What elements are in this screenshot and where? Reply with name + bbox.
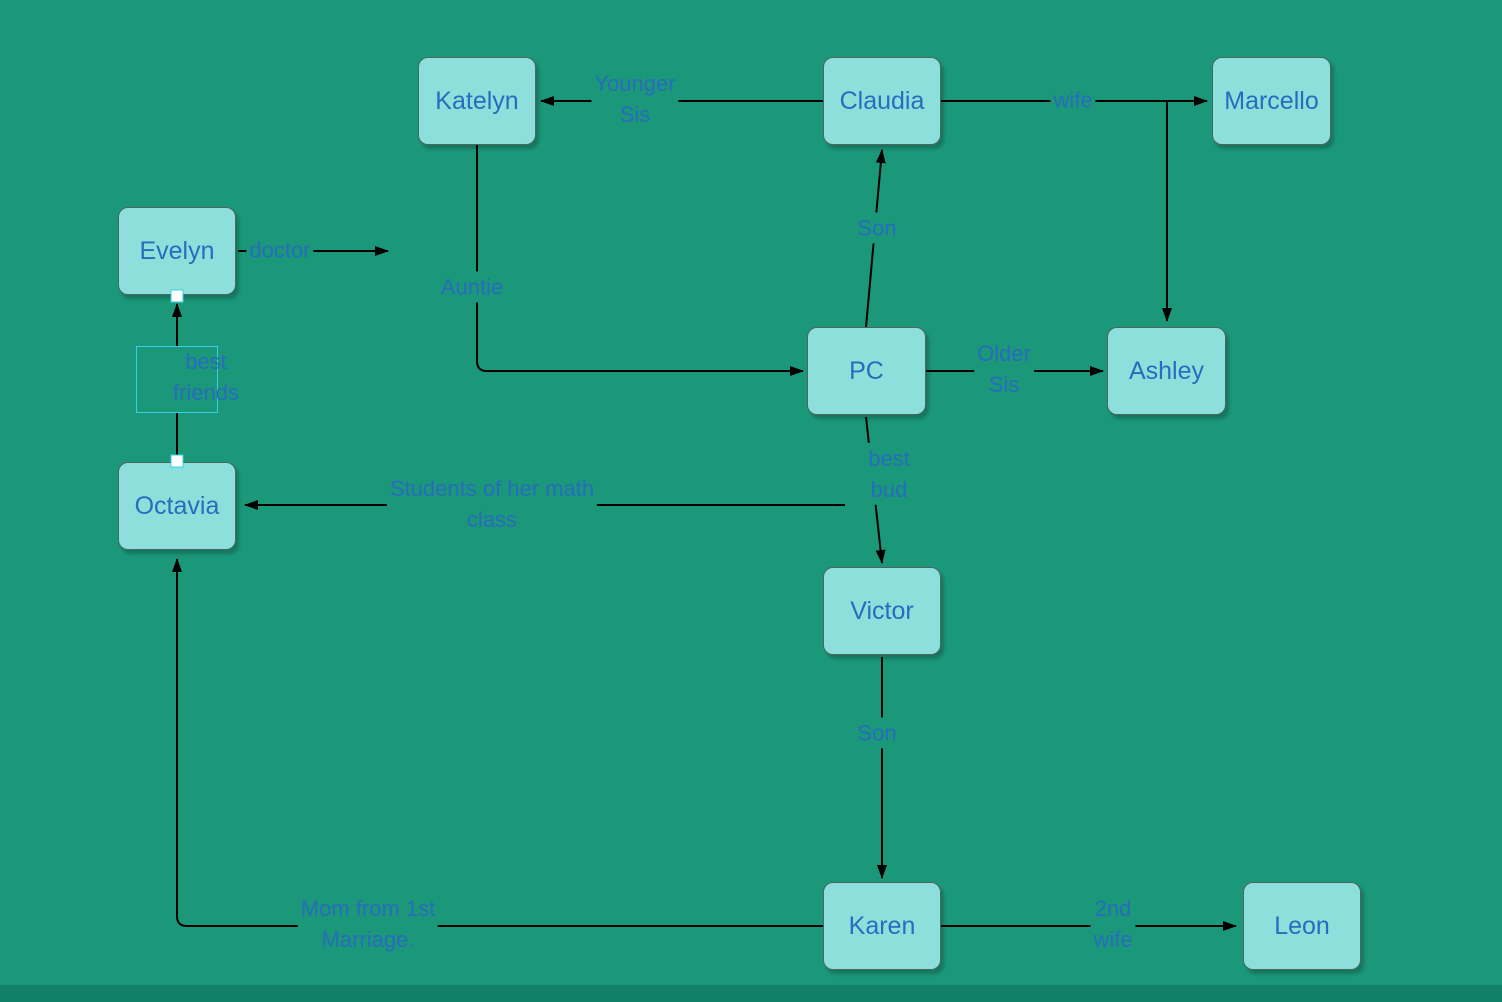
edge-endpoint-handle-target[interactable] — [170, 289, 184, 303]
node-label-katelyn: Katelyn — [435, 86, 519, 115]
node-victor[interactable]: Victor — [823, 567, 941, 655]
edge-katelyn-pc[interactable] — [476, 145, 804, 376]
node-label-victor: Victor — [850, 596, 914, 625]
node-pc[interactable]: PC — [807, 327, 926, 415]
edge-label-octavia-evelyn[interactable]: best friends — [172, 348, 240, 405]
node-karen[interactable]: Karen — [823, 882, 941, 970]
node-evelyn[interactable]: Evelyn — [118, 207, 236, 295]
edge-label-pc-ashley[interactable]: Older Sis — [974, 337, 1034, 401]
node-label-ashley: Ashley — [1128, 356, 1205, 385]
page-boundary-strip — [0, 985, 1502, 1002]
node-octavia[interactable]: Octavia — [118, 462, 236, 550]
node-marcello[interactable]: Marcello — [1212, 57, 1331, 145]
node-ashley[interactable]: Ashley — [1107, 327, 1226, 415]
node-label-octavia: Octavia — [134, 491, 220, 520]
node-label-leon: Leon — [1274, 911, 1330, 940]
node-label-claudia: Claudia — [839, 86, 925, 115]
edge-label-claudia-katelyn[interactable]: Younger Sis — [591, 67, 679, 131]
node-leon[interactable]: Leon — [1243, 882, 1361, 970]
edge-label-katelyn-pc[interactable]: Auntie — [437, 271, 507, 303]
node-claudia[interactable]: Claudia — [823, 57, 941, 145]
node-label-pc: PC — [849, 356, 884, 385]
edge-label-class-octavia[interactable]: Students of her math class — [386, 472, 598, 536]
edge-label-karen-octavia[interactable]: Mom from 1st Marriage. — [297, 892, 439, 956]
edge-karen-octavia[interactable] — [172, 558, 823, 927]
edge-label-karen-leon[interactable]: 2nd wife — [1090, 892, 1136, 956]
node-label-karen: Karen — [848, 911, 916, 940]
edge-label-pc-victor[interactable]: best bud — [865, 442, 913, 506]
node-label-marcello: Marcello — [1224, 86, 1319, 115]
edge-endpoint-handle-source[interactable] — [170, 454, 184, 468]
node-label-evelyn: Evelyn — [139, 236, 215, 265]
node-katelyn[interactable]: Katelyn — [418, 57, 536, 145]
edge-label-victor-karen[interactable]: Son — [854, 717, 900, 749]
edge-label-claudia-marcello[interactable]: wife — [1050, 84, 1096, 116]
selected-edge-label-outline — [136, 346, 218, 413]
edge-label-evelyn-doctor[interactable]: doctor — [246, 234, 314, 266]
edge-label-pc-claudia[interactable]: Son — [854, 212, 900, 244]
